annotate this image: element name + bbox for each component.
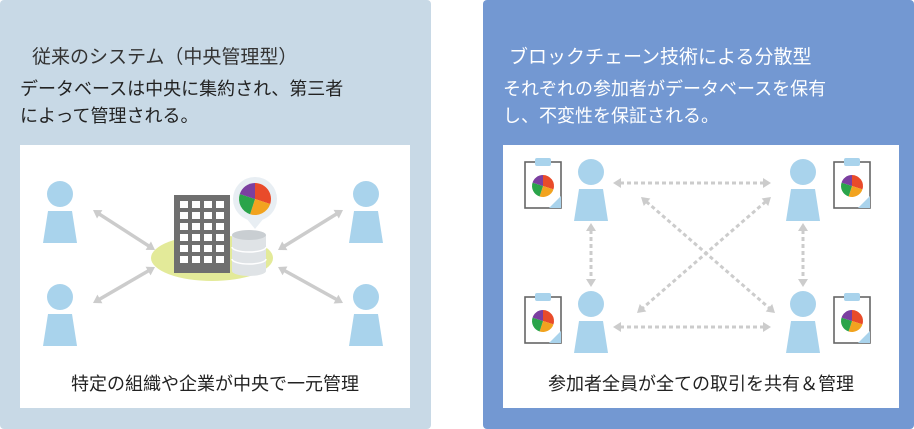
- centralized-caption: 特定の組織や企業が中央で一元管理: [71, 374, 359, 395]
- person-icon: [786, 291, 820, 353]
- pie-chart-icon: [841, 175, 863, 197]
- building-icon: [174, 195, 230, 273]
- document-icon: [833, 293, 871, 344]
- person-icon: [574, 159, 608, 221]
- distributed-caption: 参加者全員が全ての取引を共有＆管理: [548, 374, 854, 395]
- person-icon: [349, 284, 383, 346]
- distributed-diagram: 参加者全員が全ての取引を共有＆管理: [503, 145, 899, 408]
- person-icon: [349, 181, 383, 243]
- double-arrow-icon: [613, 178, 771, 188]
- centralized-panel: 従来のシステム（中央管理型） データベースは中央に集約され、第三者 によって管理…: [0, 0, 431, 429]
- centralized-description-line1: データベースは中央に集約され、第三者: [20, 79, 344, 100]
- document-icon: [524, 293, 562, 344]
- person-icon: [43, 181, 77, 243]
- double-arrow-icon: [613, 322, 771, 332]
- double-arrow-icon: [641, 197, 775, 313]
- double-arrow-icon: [637, 197, 771, 313]
- centralized-heading: 従来のシステム（中央管理型）: [32, 46, 298, 68]
- distributed-description-line1: それぞれの参加者がデータベースを保有: [503, 79, 827, 100]
- centralized-description-line2: によって管理される。: [20, 106, 199, 127]
- distributed-heading: ブロックチェーン技術による分散型: [509, 46, 812, 68]
- document-icon: [524, 158, 562, 209]
- double-arrow-icon: [278, 266, 343, 304]
- database-icon: [231, 230, 267, 276]
- pie-chart-icon: [532, 310, 554, 332]
- pie-chart-icon: [841, 310, 863, 332]
- distributed-diagram-svg: [524, 158, 871, 353]
- double-arrow-icon: [798, 223, 808, 287]
- pie-chart-icon: [239, 183, 271, 215]
- distributed-description-line2: し、不変性を保証される。: [503, 106, 719, 127]
- person-icon: [786, 159, 820, 221]
- document-icon: [833, 158, 871, 209]
- pie-chart-icon: [532, 175, 554, 197]
- double-arrow-icon: [93, 266, 155, 304]
- centralized-description: データベースは中央に集約され、第三者 によって管理される。: [20, 76, 343, 130]
- distributed-panel: ブロックチェーン技術による分散型 それぞれの参加者がデータベースを保有 し、不変…: [483, 0, 914, 429]
- centralized-diagram-svg: [43, 177, 383, 346]
- double-arrow-icon: [586, 223, 596, 287]
- double-arrow-icon: [278, 209, 343, 251]
- double-arrow-icon: [93, 210, 155, 250]
- distributed-description: それぞれの参加者がデータベースを保有 し、不変性を保証される。: [503, 76, 826, 130]
- speech-bubble: [233, 177, 277, 229]
- person-icon: [43, 284, 77, 346]
- person-icon: [574, 291, 608, 353]
- centralized-diagram: 特定の組織や企業が中央で一元管理: [20, 145, 410, 408]
